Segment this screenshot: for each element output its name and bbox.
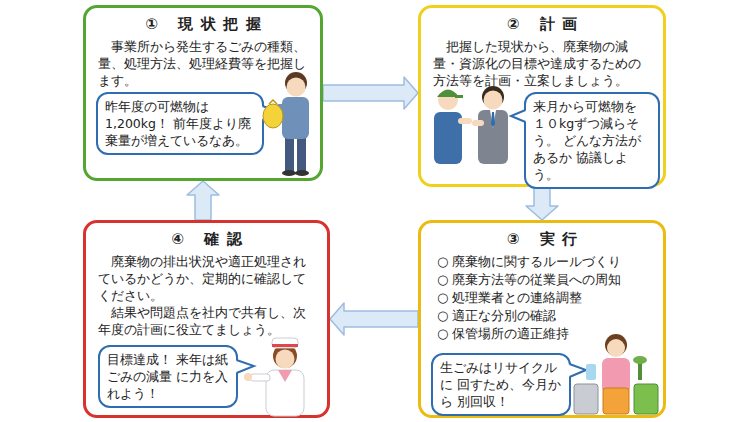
step-box: ② 計画把握した現状から、廃棄物の減量・資源化の目標や達成するための方法等を計画…: [418, 5, 666, 187]
step-box: ① 現状把握事業所から発生するごみの種類、量、処理方法、処理経費等を把握します。…: [83, 5, 323, 181]
list-item: ○ 保管場所の適正維持: [433, 325, 651, 343]
flow-arrow: [330, 303, 418, 335]
speech-bubble: 来月から可燃物を １０kgずつ減らそう。 どんな方法があるか 協議しよう。: [524, 92, 660, 189]
step-heading: ① 現状把握: [98, 14, 316, 34]
bubble-text: 来月から可燃物を １０kgずつ減らそう。 どんな方法があるか 協議しよう。: [533, 98, 651, 183]
list-item: ○ 処理業者との連絡調整: [433, 289, 651, 307]
list-item: ○ 適正な分別の確認: [433, 307, 651, 325]
step-heading: ② 計画: [433, 14, 659, 34]
body-text: 事業所から発生するごみの種類、量、処理方法、処理経費等を把握します。: [98, 38, 308, 89]
step-box: ④ 確認廃棄物の排出状況や適正処理されているかどうか、定期的に確認してください。…: [83, 220, 330, 418]
list-item: ○ 廃棄方法等の従業員への周知: [433, 271, 651, 289]
bubble-text: 生ごみはリサイクルに 回すため、今月から 別回収！: [440, 359, 562, 410]
body-text: 把握した現状から、廃棄物の減量・資源化の目標や達成するための方法等を計画・立案し…: [433, 38, 651, 89]
step-heading: ④ 確認: [98, 229, 323, 249]
bubble-text: 昨年度の可燃物は 1,200kg！ 前年度より廃棄量が増えているなあ。: [105, 98, 255, 149]
body-text: 結果や問題点を社内で共有し、次年度の計画に役立てましょう。: [98, 304, 315, 338]
flow-arrow: [187, 181, 219, 220]
speech-bubble: 生ごみはリサイクルに 回すため、今月から 別回収！: [431, 353, 571, 416]
step-box: ③ 実行 ○ 廃棄物に関するルールづくり○ 廃棄方法等の従業員への周知○ 処理業者…: [418, 220, 666, 418]
speech-bubble: 目標達成！ 来年は紙ごみの減量 に力を入れよう！: [98, 345, 238, 408]
flow-arrow: [526, 187, 558, 220]
speech-bubble: 昨年度の可燃物は 1,200kg！ 前年度より廃棄量が増えているなあ。: [96, 92, 264, 155]
flow-arrow: [323, 77, 418, 109]
body-text: 廃棄物の排出状況や適正処理されているかどうか、定期的に確認してください。: [98, 253, 315, 304]
list-item: ○ 廃棄物に関するルールづくり: [433, 253, 651, 271]
step-heading: ③ 実行: [433, 229, 659, 249]
bubble-text: 目標達成！ 来年は紙ごみの減量 に力を入れよう！: [107, 351, 229, 402]
